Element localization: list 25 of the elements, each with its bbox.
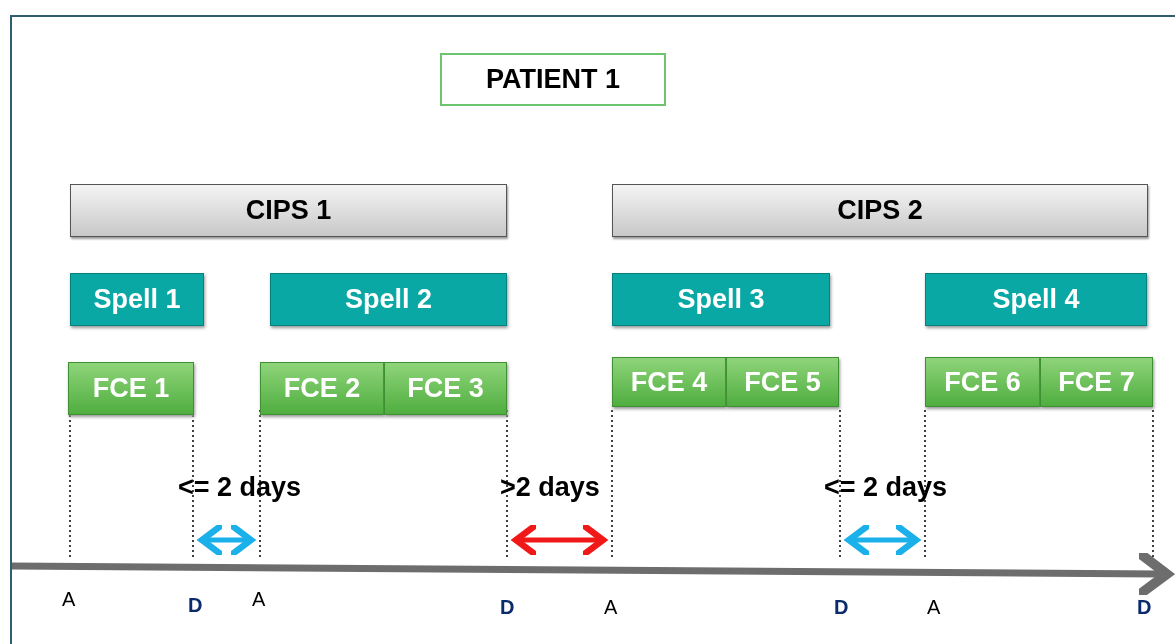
cips-bar: CIPS 2	[612, 184, 1148, 237]
interval-label: >2 days	[500, 472, 600, 503]
admission-mark: A	[62, 588, 76, 611]
interval-label: <= 2 days	[178, 472, 302, 503]
discharge-mark: D	[834, 596, 849, 619]
spell-bar: Spell 4	[925, 273, 1147, 326]
admission-mark: A	[252, 588, 266, 611]
admission-mark: A	[927, 596, 941, 619]
patient-box: PATIENT 1	[440, 53, 666, 106]
fce-bar: FCE 4	[612, 357, 726, 407]
spell-bar: Spell 3	[612, 273, 830, 326]
fce-bar: FCE 6	[925, 357, 1040, 407]
discharge-mark: D	[500, 596, 515, 619]
spell-bar: Spell 2	[270, 273, 507, 326]
spell-bar: Spell 1	[70, 273, 204, 326]
fce-bar: FCE 1	[68, 362, 194, 415]
discharge-mark: D	[1137, 596, 1152, 619]
fce-bar: FCE 7	[1040, 357, 1153, 407]
fce-bar: FCE 2	[260, 362, 384, 415]
fce-bar: FCE 5	[726, 357, 839, 407]
discharge-mark: D	[188, 594, 203, 617]
admission-mark: A	[604, 596, 618, 619]
fce-bar: FCE 3	[384, 362, 507, 415]
cips-bar: CIPS 1	[70, 184, 507, 237]
interval-label: <= 2 days	[824, 472, 948, 503]
